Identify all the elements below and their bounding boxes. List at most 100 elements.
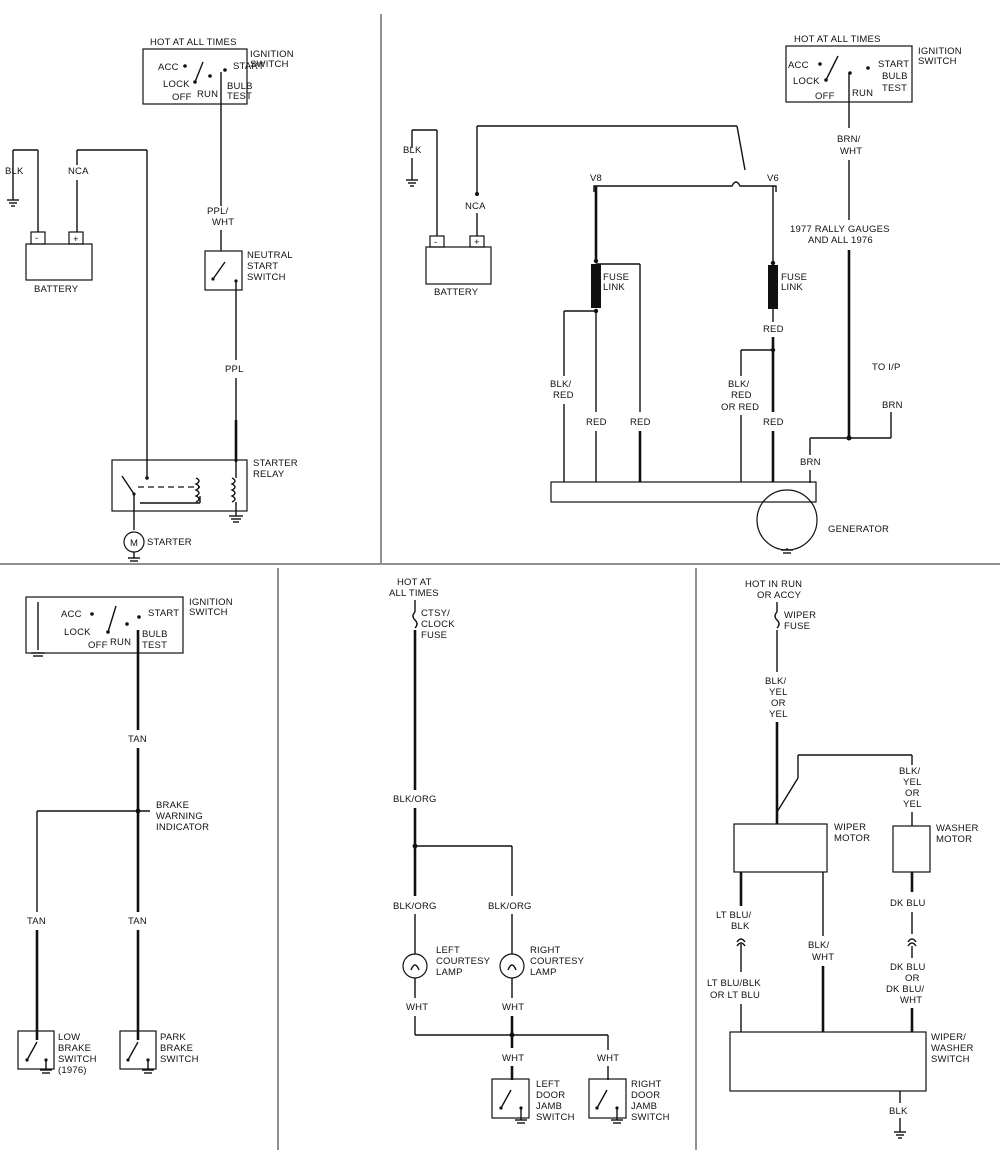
label-courtesy-circuit-blk-org-a: BLK/ORG	[393, 794, 437, 805]
label-terminal-sign: -	[35, 233, 38, 244]
label-starter-circuit-ppl-wht-2: WHT	[212, 217, 234, 228]
fuse-link-v6: FUSE LINK	[768, 260, 807, 309]
label-brake-circuit-tan-a: TAN	[128, 734, 147, 745]
label-wiper-circuit-dkb1: DK BLU	[890, 898, 926, 909]
ignition-switch-2: HOT AT ALL TIMES IGNITION SWITCH ACC LOC…	[785, 34, 962, 103]
ignition-switch: HOT AT ALL TIMES IGNITION SWITCH ACC LOC…	[142, 37, 294, 105]
label-charging-circuit-blk-red-1: BLK/	[550, 379, 572, 390]
label-ignition-acc: ACC	[158, 62, 179, 73]
label-courtesy-circuit-right3: LAMP	[530, 967, 557, 978]
label-ignition-start: START	[878, 59, 909, 70]
label-starter-circuit-starter: STARTER	[147, 537, 192, 548]
label-charging-circuit-brn-wht-1: BRN/	[837, 134, 861, 145]
label-charging-circuit-blk-red-or-3: OR RED	[721, 402, 759, 413]
label-terminal-sign: +	[73, 234, 79, 245]
label-ignition-test: TEST	[142, 640, 167, 651]
label-wiper-circuit-wa2: MOTOR	[936, 834, 972, 845]
label-charging-circuit-v8: V8	[590, 173, 602, 184]
label-courtesy-circuit-fuse3: FUSE	[421, 630, 447, 641]
label-ignition-test: TEST	[882, 83, 907, 94]
label-starter-circuit-blk: BLK	[5, 166, 24, 177]
label-courtesy-circuit-right2: COURTESY	[530, 956, 585, 967]
label-starter-circuit-ppl: PPL	[225, 364, 244, 375]
label-charging-circuit-fuse1: FUSE	[603, 272, 629, 283]
label-ignition-bulb: BULB	[227, 81, 253, 92]
label-ignition-start: START	[233, 61, 264, 72]
label-courtesy-circuit-blk-org-c: BLK/ORG	[488, 901, 532, 912]
label-ignition-acc: ACC	[61, 609, 82, 620]
label-wiper-circuit-ltb4: OR LT BLU	[710, 990, 760, 1001]
label-charging-circuit-blk: BLK	[403, 145, 422, 156]
wiper-motor: WIPER MOTOR	[733, 822, 870, 873]
label-wiper-circuit-ws2: WASHER	[931, 1043, 974, 1054]
label-courtesy-circuit-ldoor4: SWITCH	[536, 1112, 575, 1123]
label-wiper-circuit-fuse2: FUSE	[784, 621, 810, 632]
label-wiper-circuit-ws1: WIPER/	[931, 1032, 966, 1043]
label-courtesy-circuit-left3: LAMP	[436, 967, 463, 978]
label-charging-circuit-battery: BATTERY	[434, 287, 479, 298]
label-wiper-circuit-bw2: WHT	[812, 952, 834, 963]
label-ignition-title1: IGNITION	[189, 597, 233, 608]
label-ignition-run: RUN	[110, 637, 131, 648]
label-ignition-title2: SWITCH	[189, 607, 228, 618]
left-courtesy-lamp: LEFT COURTESY LAMP	[402, 945, 490, 979]
label-wiper-circuit-wm1: WIPER	[834, 822, 866, 833]
fuse-link-v8: FUSE LINK	[591, 258, 629, 314]
label-courtesy-circuit-blk-org-b: BLK/ORG	[393, 901, 437, 912]
label-courtesy-circuit-wht-d: WHT	[597, 1053, 619, 1064]
label-charging-circuit-rally2: AND ALL 1976	[808, 235, 873, 246]
wiper-washer-circuit: HOT IN RUN OR ACCY WIPER FUSE BLK/ YEL O…	[707, 579, 979, 1139]
label-ignition-title2: SWITCH	[918, 56, 957, 67]
label-wiper-circuit-dkb4: DK BLU/	[886, 984, 925, 995]
label-ignition-title2: SWITCH	[250, 59, 289, 70]
label-brake-circuit-tan-c: TAN	[128, 916, 147, 927]
label-courtesy-circuit-right1: RIGHT	[530, 945, 561, 956]
wiper-fuse: WIPER FUSE	[774, 602, 816, 632]
label-charging-circuit-to-ip: TO I/P	[872, 362, 900, 373]
right-door-jamb-switch: RIGHT DOOR JAMB SWITCH	[588, 1078, 669, 1124]
label-wiper-circuit-dkb2: DK BLU	[890, 962, 926, 973]
label-wiper-circuit-hot2: OR ACCY	[757, 590, 802, 601]
label-ignition-hot: HOT AT ALL TIMES	[794, 34, 881, 45]
label-ignition-lock: LOCK	[64, 627, 91, 638]
label-brake-circuit-park2: BRAKE	[160, 1043, 193, 1054]
label-wiper-circuit-ltb1: LT BLU/	[716, 910, 752, 921]
panel-dividers	[0, 14, 1000, 1150]
label-starter-circuit-motor-m: M	[130, 538, 138, 549]
label-ignition-bulb: BULB	[882, 71, 908, 82]
battery-2: BLK NCA - + BATTERY	[403, 126, 492, 298]
label-starter-circuit-ppl-wht-1: PPL/	[207, 206, 229, 217]
label-ignition-lock: LOCK	[163, 79, 190, 90]
charging-circuit: HOT AT ALL TIMES IGNITION SWITCH ACC LOC…	[403, 34, 962, 554]
wiper-washer-switch: WIPER/ WASHER SWITCH	[729, 1031, 974, 1092]
label-brake-circuit-low4: (1976)	[58, 1065, 87, 1076]
label-brake-circuit-low3: SWITCH	[58, 1054, 97, 1065]
label-ignition-off: OFF	[88, 640, 108, 651]
label-ignition-hot: HOT AT ALL TIMES	[150, 37, 237, 48]
label-wiper-circuit-hot1: HOT IN RUN	[745, 579, 802, 590]
label-charging-circuit-fuse2: FUSE	[781, 272, 807, 283]
label-ignition-title1: IGNITION	[918, 46, 962, 57]
label-charging-circuit-blk-red-2: RED	[553, 390, 574, 401]
label-wiper-circuit-bly1: BLK/	[765, 676, 787, 687]
neutral-start-switch: NEUTRAL START SWITCH	[204, 250, 293, 291]
right-courtesy-lamp: RIGHT COURTESY LAMP	[499, 945, 585, 979]
label-ignition-lock: LOCK	[793, 76, 820, 87]
battery: BLK NCA - + BATTERY	[5, 149, 147, 295]
starter-motor: M STARTER	[123, 531, 192, 562]
label-starter-circuit-relay2: RELAY	[253, 469, 285, 480]
label-starter-circuit-relay1: STARTER	[253, 458, 298, 469]
label-ignition-off: OFF	[172, 92, 192, 103]
label-charging-circuit-red-c: RED	[630, 417, 651, 428]
label-starter-circuit-neutral1: NEUTRAL	[247, 250, 293, 261]
label-courtesy-circuit-rdoor2: DOOR	[631, 1090, 660, 1101]
label-wiper-circuit-bly3: OR	[771, 698, 786, 709]
label-wiper-circuit-bly6: YEL	[903, 777, 922, 788]
label-charging-circuit-brn-a: BRN	[882, 400, 903, 411]
label-courtesy-circuit-ldoor1: LEFT	[536, 1079, 560, 1090]
label-wiper-circuit-bly8: YEL	[903, 799, 922, 810]
label-charging-circuit-blk-red-or-1: BLK/	[728, 379, 750, 390]
label-charging-circuit-red-d: RED	[763, 417, 784, 428]
label-wiper-circuit-wa1: WASHER	[936, 823, 979, 834]
